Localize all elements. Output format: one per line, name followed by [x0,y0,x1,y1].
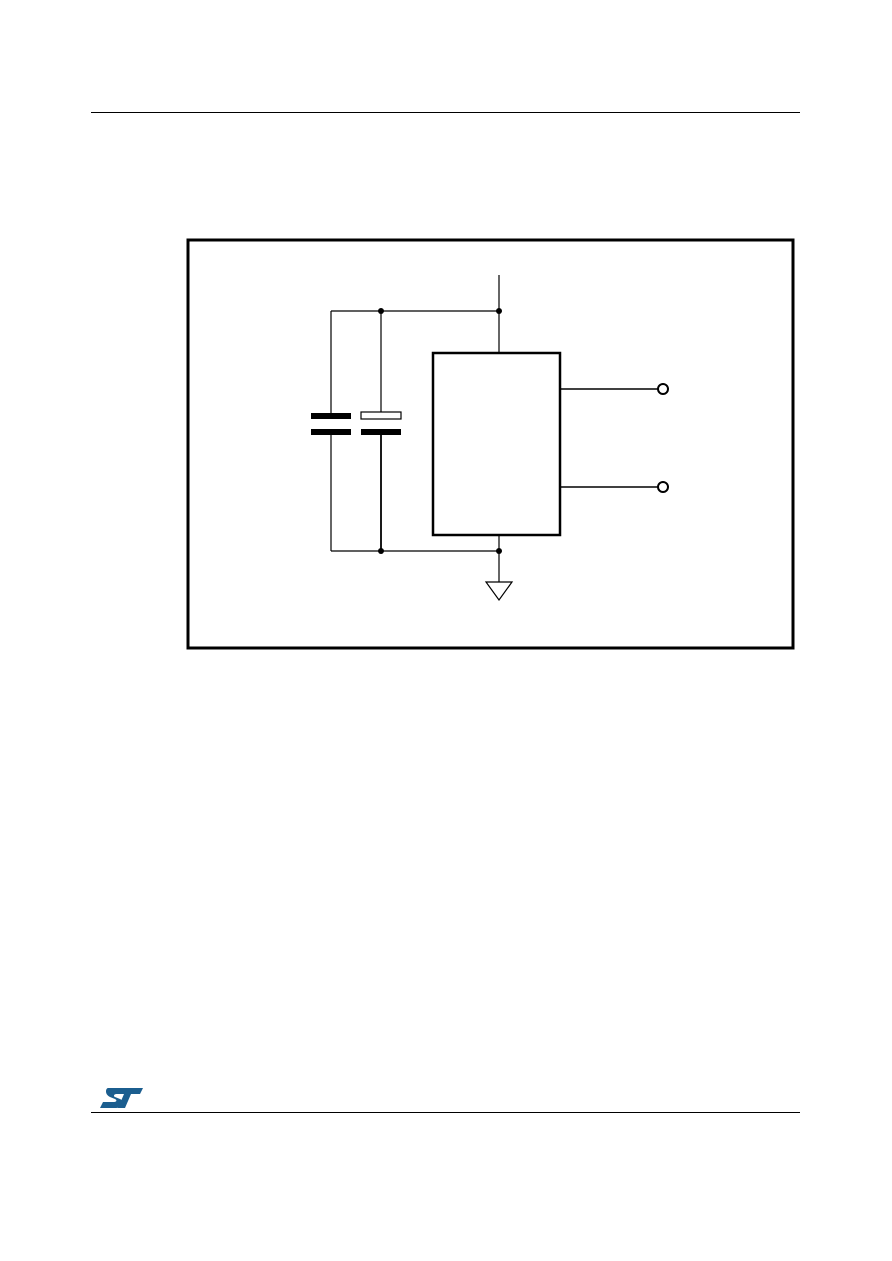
output-terminal-1 [657,383,669,395]
junction-dot [496,548,502,554]
ground-symbol [484,581,514,602]
junction-dot [378,548,384,554]
header-rule [91,112,800,113]
device-block [431,351,562,537]
cap2-plate-negative [361,429,401,435]
st-logo [100,1088,143,1108]
schematic [330,275,658,582]
cap1-plate-top [311,413,351,419]
footer-rule [91,1112,800,1113]
figure-frame [186,238,795,650]
junction-dot [378,308,384,314]
st-logo-shape [100,1088,143,1108]
cap1-plate-bottom [311,429,351,435]
junction-dot [496,308,502,314]
output-terminal-2 [657,481,669,493]
cap2-plate-positive [360,411,402,420]
